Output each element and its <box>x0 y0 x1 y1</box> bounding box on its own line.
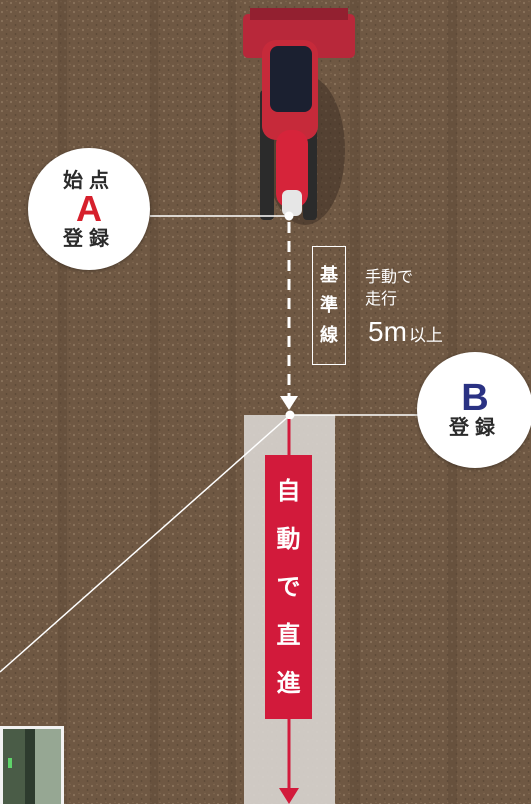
reference-line-char: 準 <box>320 294 338 316</box>
register-a-label: 登録 <box>63 226 115 250</box>
auto-banner-char: 直 <box>276 621 301 649</box>
inset-photo <box>0 726 64 806</box>
point-a-marker <box>284 211 294 221</box>
distance-suffix: 以上 <box>408 326 443 346</box>
reference-arrowhead <box>280 396 298 410</box>
auto-banner-char: で <box>276 573 301 601</box>
start-point-a-badge: 始点 A 登録 <box>28 148 150 270</box>
leader-lines <box>0 215 420 673</box>
auto-straight-banner: 自 動 で 直 進 <box>265 455 312 719</box>
reference-line-label: 基 準 線 <box>312 246 346 365</box>
point-a-letter: A <box>76 188 102 229</box>
manual-drive-note: 手動で 走行 <box>365 266 413 310</box>
tractor <box>243 8 355 225</box>
point-b-badge: B 登録 <box>417 352 531 468</box>
manual-drive-line2: 走行 <box>365 289 398 308</box>
auto-banner-char: 動 <box>276 525 301 553</box>
furrow <box>58 0 67 804</box>
point-b-marker <box>285 410 295 420</box>
auto-banner-char: 自 <box>276 477 301 505</box>
auto-banner-char: 進 <box>276 669 301 697</box>
register-b-label: 登録 <box>449 415 501 439</box>
reference-line-char: 線 <box>320 324 338 346</box>
start-point-label: 始点 <box>63 168 115 192</box>
furrow <box>350 0 360 804</box>
auto-path-arrowhead <box>279 788 299 804</box>
furrow <box>228 0 236 804</box>
point-b-letter: B <box>461 377 489 419</box>
manual-drive-line1: 手動で <box>365 267 414 286</box>
distance-value: 5m <box>368 316 407 347</box>
reference-line-char: 基 <box>320 264 338 286</box>
furrow <box>150 0 158 804</box>
